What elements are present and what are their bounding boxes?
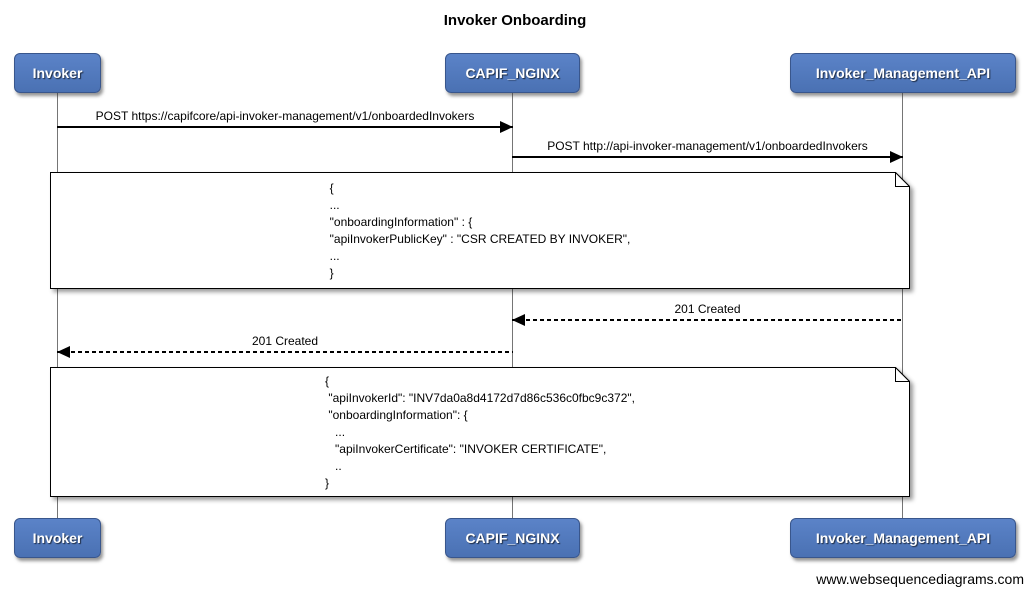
message-post-invoker-management: POST http://api-invoker-management/v1/on… — [512, 138, 903, 163]
note-paper-icon — [50, 367, 910, 497]
actor-box-invoker-management-api-top: Invoker_Management_API — [790, 53, 1016, 93]
note-text: { "apiInvokerId": "INV7da0a8d4172d7d86c5… — [325, 373, 635, 490]
diagram-title: Invoker Onboarding — [443, 12, 587, 29]
note-onboarding-response-body: { "apiInvokerId": "INV7da0a8d4172d7d86c5… — [50, 367, 910, 497]
actor-label: CAPIF_NGINX — [465, 65, 560, 81]
actor-label: Invoker_Management_API — [815, 65, 991, 81]
message-label: POST http://api-invoker-management/v1/on… — [547, 139, 868, 153]
lifeline-invoker — [57, 93, 58, 518]
note-text-container: { ... "onboardingInformation" : { "apiIn… — [50, 172, 910, 289]
message-201-created-to-invoker: 201 Created — [57, 333, 513, 358]
actor-box-invoker-top: Invoker — [14, 53, 101, 93]
note-text: { ... "onboardingInformation" : { "apiIn… — [329, 180, 631, 280]
arrowhead-right-icon — [890, 151, 903, 163]
lifeline-invoker-management-api — [902, 93, 903, 518]
actor-box-invoker-management-api-bottom: Invoker_Management_API — [790, 518, 1016, 558]
message-line — [57, 121, 513, 133]
message-201-created-to-nginx: 201 Created — [512, 301, 903, 326]
arrowhead-left-icon — [57, 346, 70, 358]
actor-label: Invoker — [32, 530, 83, 546]
actor-label: Invoker_Management_API — [815, 530, 991, 546]
actor-box-capif-nginx-bottom: CAPIF_NGINX — [445, 518, 580, 558]
message-line — [512, 314, 903, 326]
arrowhead-right-icon — [500, 121, 513, 133]
actor-label: Invoker — [32, 65, 83, 81]
actor-box-invoker-bottom: Invoker — [14, 518, 101, 558]
lifeline-capif-nginx — [512, 93, 513, 518]
note-onboarding-request-body: { ... "onboardingInformation" : { "apiIn… — [50, 172, 910, 289]
actor-label: CAPIF_NGINX — [465, 530, 560, 546]
message-label: 201 Created — [251, 334, 319, 348]
message-line — [57, 346, 513, 358]
message-label: POST https://capifcore/api-invoker-manag… — [95, 109, 475, 123]
note-text-container: { "apiInvokerId": "INV7da0a8d4172d7d86c5… — [50, 367, 910, 497]
actor-box-capif-nginx-top: CAPIF_NGINX — [445, 53, 580, 93]
message-label: 201 Created — [674, 302, 741, 316]
watermark: www.websequencediagrams.com — [816, 571, 1024, 587]
message-post-capifcore: POST https://capifcore/api-invoker-manag… — [57, 108, 513, 133]
arrowhead-left-icon — [512, 314, 525, 326]
note-paper-icon — [50, 172, 910, 289]
message-line — [512, 151, 903, 163]
